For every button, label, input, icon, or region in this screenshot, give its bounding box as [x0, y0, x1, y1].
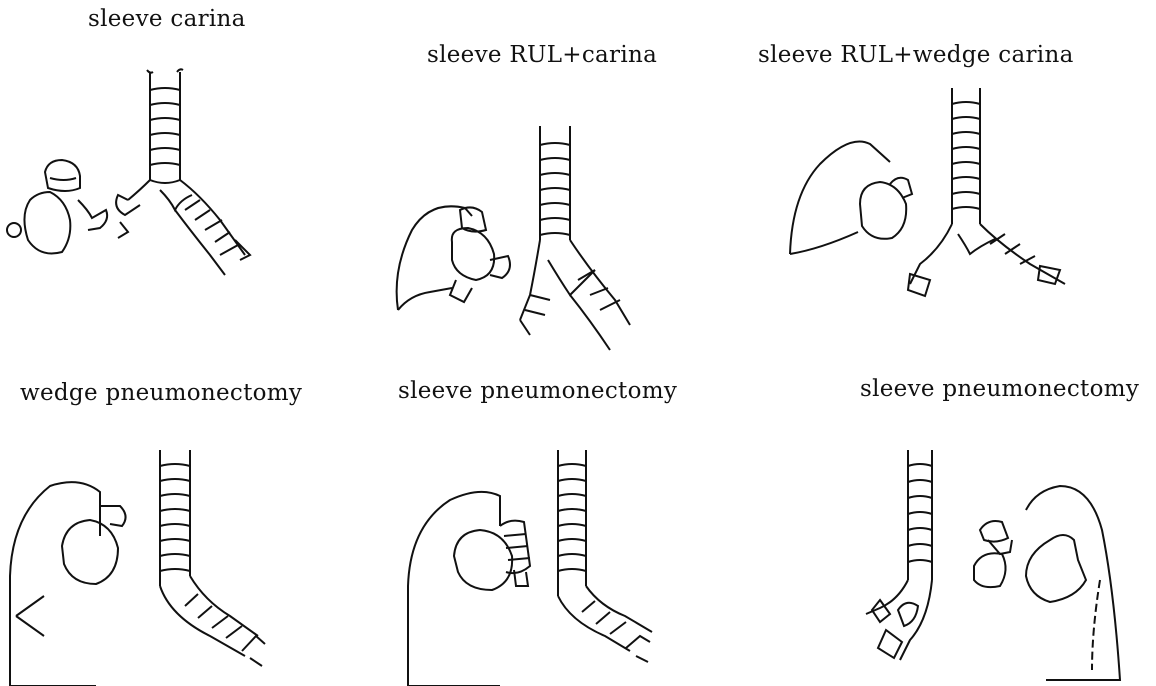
- trachea: [520, 126, 630, 350]
- panel-title-sleeve-pneumonectomy-right: sleeve pneumonectomy: [860, 376, 1139, 402]
- trachea-and-left-bronchus: [558, 450, 652, 662]
- panel-title-sleeve-rul-carina: sleeve RUL+carina: [427, 42, 657, 68]
- trachea-and-left-bronchus: [160, 450, 265, 666]
- resected-lung-with-tumor: [974, 486, 1120, 680]
- resected-upper-lobe-with-tumor: [397, 206, 510, 310]
- sleeve-pneumonectomy-right-illustration: [850, 430, 1140, 686]
- sleeve-rul-carina-illustration: [390, 120, 670, 370]
- trachea: [908, 88, 1065, 296]
- trachea-and-right-bronchus: [866, 450, 932, 660]
- panel-title-wedge-pneumonectomy: wedge pneumonectomy: [20, 380, 302, 406]
- sleeve-pneumonectomy-left-illustration: [400, 436, 680, 686]
- sleeve-carina-illustration: [0, 60, 280, 290]
- sleeve-rul-wedge-carina-illustration: [780, 84, 1100, 334]
- trachea: [116, 69, 250, 275]
- resected-carina-sleeve: [7, 160, 107, 254]
- resected-upper-lobe-with-tumor: [790, 142, 912, 255]
- wedge-pneumonectomy-illustration: [0, 436, 290, 686]
- panel-title-sleeve-carina: sleeve carina: [88, 6, 246, 32]
- panel-title-sleeve-rul-wedge-carina: sleeve RUL+wedge carina: [758, 42, 1074, 68]
- panel-title-sleeve-pneumonectomy-left: sleeve pneumonectomy: [398, 378, 677, 404]
- resected-lung-with-tumor: [408, 492, 530, 686]
- resected-lung-with-tumor: [10, 482, 126, 686]
